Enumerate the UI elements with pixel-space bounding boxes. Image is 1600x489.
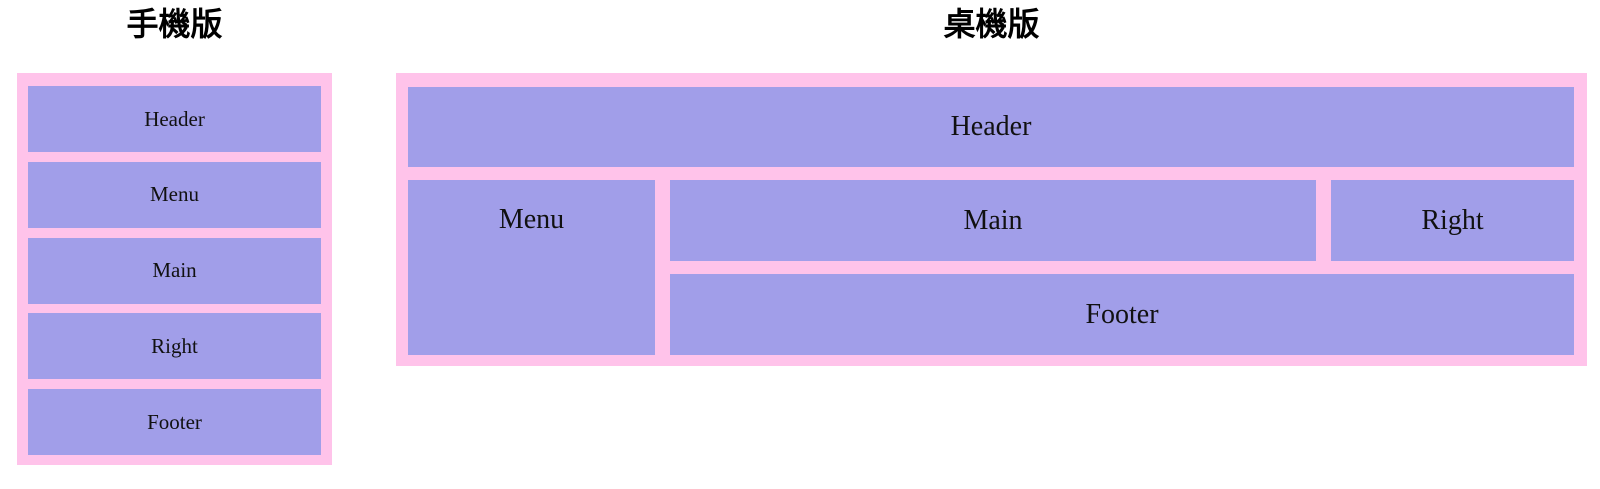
mobile-block-footer: Footer — [28, 389, 321, 455]
desktop-block-menu: Menu — [408, 180, 655, 355]
mobile-version-title: 手機版 — [126, 6, 223, 42]
desktop-block-header: Header — [408, 87, 1574, 167]
mobile-block-menu: Menu — [28, 161, 321, 228]
mobile-block-right: Right — [28, 313, 321, 380]
desktop-block-right: Right — [1331, 180, 1574, 261]
desktop-layout-container: Header Menu Main Right Footer — [396, 73, 1587, 366]
mobile-block-main: Main — [28, 237, 321, 304]
desktop-version-title: 桌機版 — [943, 6, 1040, 42]
desktop-block-footer: Footer — [670, 274, 1574, 355]
mobile-block-header: Header — [28, 86, 321, 152]
desktop-block-main: Main — [670, 180, 1316, 261]
mobile-layout-container: Header Menu Main Right Footer — [17, 73, 332, 465]
